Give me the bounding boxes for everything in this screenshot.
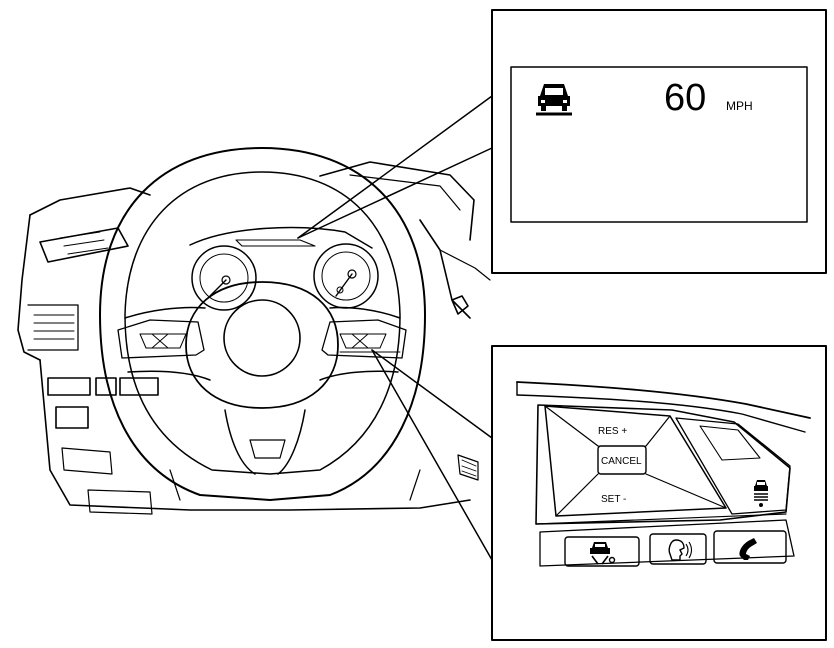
distance-setting-icon — [754, 480, 768, 507]
voice-button-frame — [649, 533, 707, 565]
set-minus-label: SET - — [601, 494, 626, 505]
instrument-cluster — [189, 226, 379, 311]
tachometer — [191, 245, 257, 311]
dashboard — [17, 161, 491, 515]
display-callout — [491, 9, 827, 274]
cancel-label: CANCEL — [601, 456, 642, 467]
phone-icon — [739, 538, 757, 560]
res-plus-label: RES + — [598, 426, 627, 437]
callout-leaders — [297, 95, 493, 561]
vehicle-ahead-icon — [536, 84, 572, 116]
driver-assist-button-frame — [564, 536, 640, 567]
steering-wheel — [99, 147, 426, 501]
controls-callout — [491, 345, 827, 641]
speed-readout: 60 — [664, 77, 706, 119]
speedometer — [313, 243, 379, 309]
multi-info-display — [510, 66, 808, 223]
phone-button-frame — [713, 530, 787, 564]
speed-unit: MPH — [726, 99, 753, 113]
voice-recognition-icon — [668, 539, 693, 561]
driver-assist-icon — [590, 542, 616, 565]
